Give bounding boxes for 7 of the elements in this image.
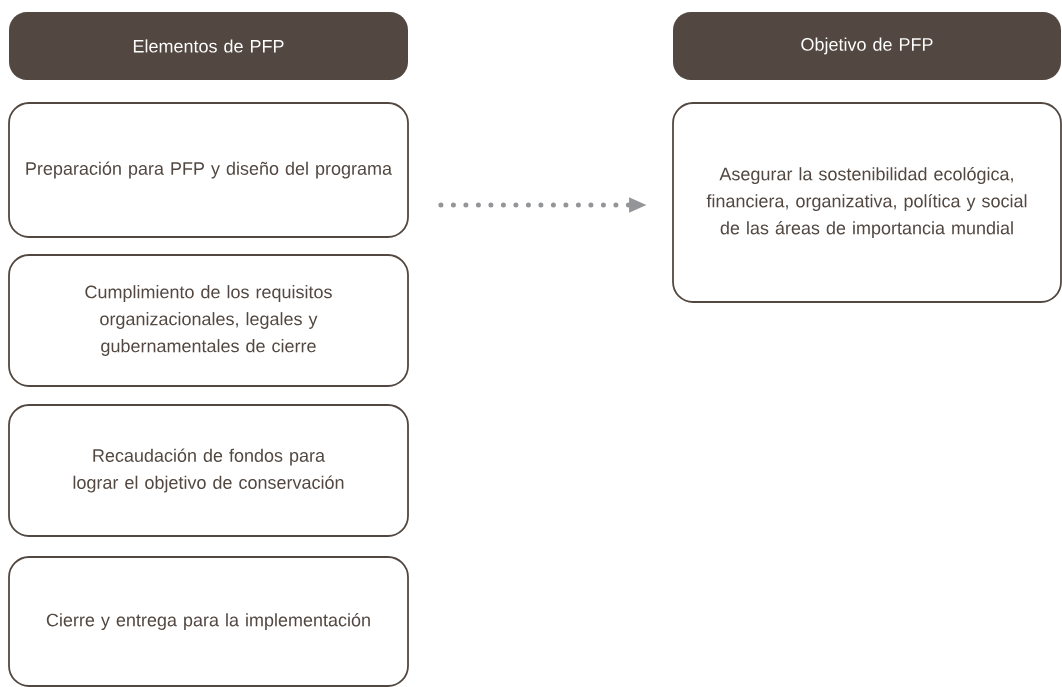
process-box: Preparación para PFP y diseño del programa bbox=[8, 102, 409, 238]
process-box: Asegurar la sostenibilidad ecológica, financiera, organizativa, política y social de las áreas de importancia mundial bbox=[672, 102, 1062, 303]
process-box: Cierre y entrega para la implementación bbox=[8, 556, 409, 687]
header-box: Elementos de PFP bbox=[9, 12, 408, 80]
process-box: Recaudación de fondos para lograr el objetivo de conservación bbox=[8, 404, 409, 537]
header-box: Objetivo de PFP bbox=[673, 12, 1061, 80]
process-box: Cumplimiento de los requisitos organizacionales, legales y gubernamentales de cierre bbox=[8, 254, 409, 387]
